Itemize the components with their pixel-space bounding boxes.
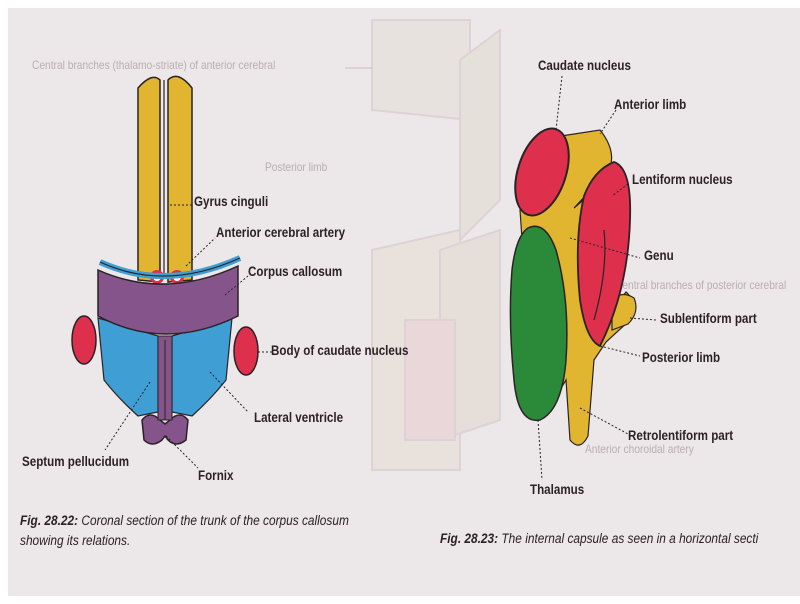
label-retrolentiform-part: Retrolentiform part <box>628 428 733 443</box>
label-lentiform-nucleus: Lentiform nucleus <box>632 172 733 187</box>
label-genu: Genu <box>644 248 674 263</box>
label-sublentiform-part: Sublentiform part <box>660 311 757 326</box>
caption-figure-28-23: Fig. 28.23: The internal capsule as seen… <box>440 531 758 546</box>
label-posterior-limb: Posterior limb <box>642 350 720 365</box>
label-thalamus: Thalamus <box>530 482 584 497</box>
label-anterior-limb: Anterior limb <box>614 97 686 112</box>
caption-text-2: The internal capsule as seen in a horizo… <box>501 531 758 546</box>
caption-number-2: Fig. 28.23: <box>440 531 498 546</box>
label-caudate-nucleus: Caudate nucleus <box>538 58 631 73</box>
